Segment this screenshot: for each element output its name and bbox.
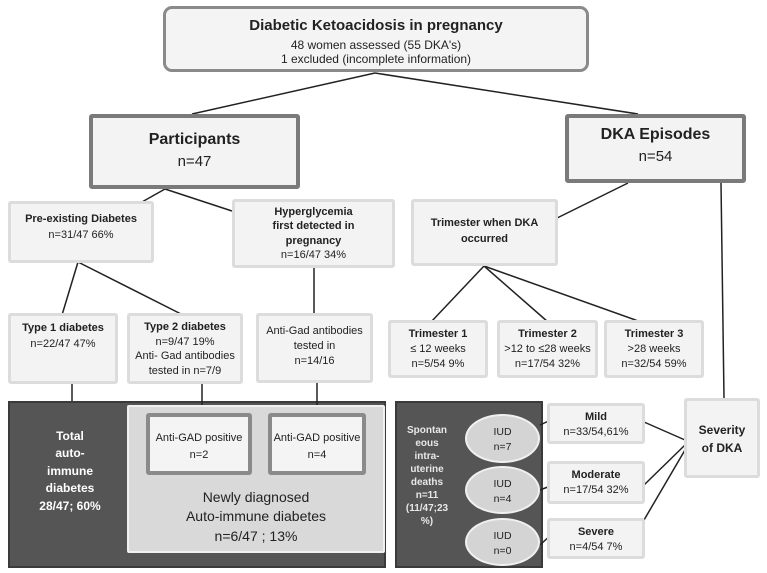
antigad-tested-box: Anti-Gad antibodies tested in n=14/16 xyxy=(256,313,373,383)
antigad-positive-2-value: n=4 xyxy=(307,448,327,461)
iud-line8: %) xyxy=(420,516,434,527)
trimester2-value: n=17/54 32% xyxy=(514,357,581,370)
iud-ellipse-severe: IUD n=0 xyxy=(465,518,540,566)
mild-box: Mild n=33/54,61% xyxy=(547,403,645,444)
iud-ellipse-moderate: IUD n=4 xyxy=(465,466,540,514)
iud-line2: eous xyxy=(415,438,439,449)
participants-title: Participants xyxy=(148,131,241,148)
type1-title: Type 1 diabetes xyxy=(22,322,104,334)
iud3-value: n=0 xyxy=(493,544,512,557)
total-line1: Total xyxy=(56,429,84,443)
newly-line3: n=6/47 ; 13% xyxy=(214,527,298,544)
hyperglycemia-value: n=16/47 34% xyxy=(280,248,347,261)
newly-line1: Newly diagnosed xyxy=(202,489,310,505)
preexisting-title: Pre-existing Diabetes xyxy=(25,213,137,225)
iud-panel-label: Spontan eous intra- uterine deaths n=11 … xyxy=(398,424,456,528)
total-line5: 28/47; 60% xyxy=(39,498,101,513)
trimester2-title: Trimester 2 xyxy=(518,328,577,340)
iud1-label: IUD xyxy=(493,426,512,438)
severe-box: Severe n=4/54 7% xyxy=(547,518,645,559)
trimester1-box: Trimester 1 ≤ 12 weeks n=5/54 9% xyxy=(388,320,488,378)
dka-episodes-box: DKA Episodes n=54 xyxy=(565,114,746,183)
mild-title: Mild xyxy=(585,411,607,423)
newly-diagnosed-label: Newly diagnosed Auto-immune diabetes n=6… xyxy=(127,488,385,546)
trimester3-range: >28 weeks xyxy=(627,342,681,355)
iud2-label: IUD xyxy=(493,478,512,490)
trimester3-title: Trimester 3 xyxy=(624,328,684,340)
preexisting-diabetes-box: Pre-existing Diabetes n=31/47 66% xyxy=(8,201,154,263)
total-line2: auto- xyxy=(55,446,85,461)
total-line4: diabetes xyxy=(45,481,95,496)
top-line1: 48 women assessed (55 DKA's) xyxy=(290,38,462,52)
trimester-when-box: Trimester when DKA occurred xyxy=(411,199,558,266)
total-autoimmune-label: Total auto- immune diabetes 28/47; 60% xyxy=(18,428,122,515)
top-box: Diabetic Ketoacidosis in pregnancy 48 wo… xyxy=(163,6,589,72)
episodes-title: DKA Episodes xyxy=(600,126,711,143)
trimester1-value: n=5/54 9% xyxy=(411,357,465,370)
iud-line1: Spontan xyxy=(407,425,447,436)
type1-value: n=22/47 47% xyxy=(30,337,96,350)
iud-line6: n=11 xyxy=(415,490,439,501)
iud3-label: IUD xyxy=(493,530,512,542)
trimester2-range: >12 to ≤28 weeks xyxy=(504,342,591,355)
moderate-value: n=17/54 32% xyxy=(563,484,629,497)
trimester2-box: Trimester 2 >12 to ≤28 weeks n=17/54 32% xyxy=(497,320,598,378)
type2-line3: Anti- Gad antibodies xyxy=(135,350,235,363)
trimester1-range: ≤ 12 weeks xyxy=(410,342,466,355)
antigad-tested-line3: n=14/16 xyxy=(294,354,335,367)
antigad-positive-2-label: Anti-GAD positive xyxy=(273,432,361,444)
severe-title: Severe xyxy=(577,526,615,538)
newly-line2: Auto-immune diabetes xyxy=(185,508,327,525)
antigad-positive-2: Anti-GAD positive n=4 xyxy=(268,413,366,475)
preexisting-value: n=31/47 66% xyxy=(48,228,114,241)
moderate-box: Moderate n=17/54 32% xyxy=(547,461,645,504)
hyperglycemia-line3: pregnancy xyxy=(285,234,342,247)
severe-value: n=4/54 7% xyxy=(569,541,623,554)
hyperglycemia-line1: Hyperglycemia xyxy=(274,206,353,218)
antigad-positive-1-label: Anti-GAD positive xyxy=(155,432,243,444)
top-title: Diabetic Ketoacidosis in pregnancy xyxy=(249,17,503,34)
type2-box: Type 2 diabetes n=9/47 19% Anti- Gad ant… xyxy=(127,313,243,384)
iud-line5: deaths xyxy=(410,477,444,488)
trimester3-value: n=32/54 59% xyxy=(621,357,687,370)
severity-box: Severity of DKA xyxy=(684,398,760,478)
moderate-title: Moderate xyxy=(571,469,621,481)
iud2-value: n=4 xyxy=(493,492,512,505)
hyperglycemia-line2: first detected in xyxy=(272,220,355,233)
severity-line1: Severity xyxy=(698,423,746,437)
episodes-n: n=54 xyxy=(638,148,673,166)
antigad-positive-1-value: n=2 xyxy=(189,448,209,461)
iud-ellipse-mild: IUD n=7 xyxy=(465,414,540,463)
antigad-positive-1: Anti-GAD positive n=2 xyxy=(146,413,252,475)
trimester-when-line2: occurred xyxy=(460,232,509,245)
hyperglycemia-box: Hyperglycemia first detected in pregnanc… xyxy=(232,199,395,268)
iud1-value: n=7 xyxy=(493,440,512,453)
iud-line7: (11/47;23 xyxy=(405,503,449,514)
antigad-tested-line1: Anti-Gad antibodies xyxy=(266,325,363,337)
severity-line2: of DKA xyxy=(701,441,743,455)
participants-box: Participants n=47 xyxy=(89,114,300,189)
mild-value: n=33/54,61% xyxy=(563,426,629,439)
type1-box: Type 1 diabetes n=22/47 47% xyxy=(8,313,118,384)
participants-n: n=47 xyxy=(177,153,212,171)
trimester1-title: Trimester 1 xyxy=(408,328,468,340)
iud-line3: intra- xyxy=(414,451,440,462)
type2-title: Type 2 diabetes xyxy=(144,321,226,333)
type2-line4: tested in n=7/9 xyxy=(148,364,222,377)
total-line3: immune xyxy=(46,463,93,478)
top-line2: 1 excluded (incomplete information) xyxy=(280,52,472,67)
trimester-when-line1: Trimester when DKA xyxy=(430,217,539,229)
type2-value: n=9/47 19% xyxy=(155,335,215,348)
iud-line4: uterine xyxy=(410,464,444,475)
antigad-tested-line2: tested in xyxy=(293,339,336,352)
trimester3-box: Trimester 3 >28 weeks n=32/54 59% xyxy=(604,320,704,378)
